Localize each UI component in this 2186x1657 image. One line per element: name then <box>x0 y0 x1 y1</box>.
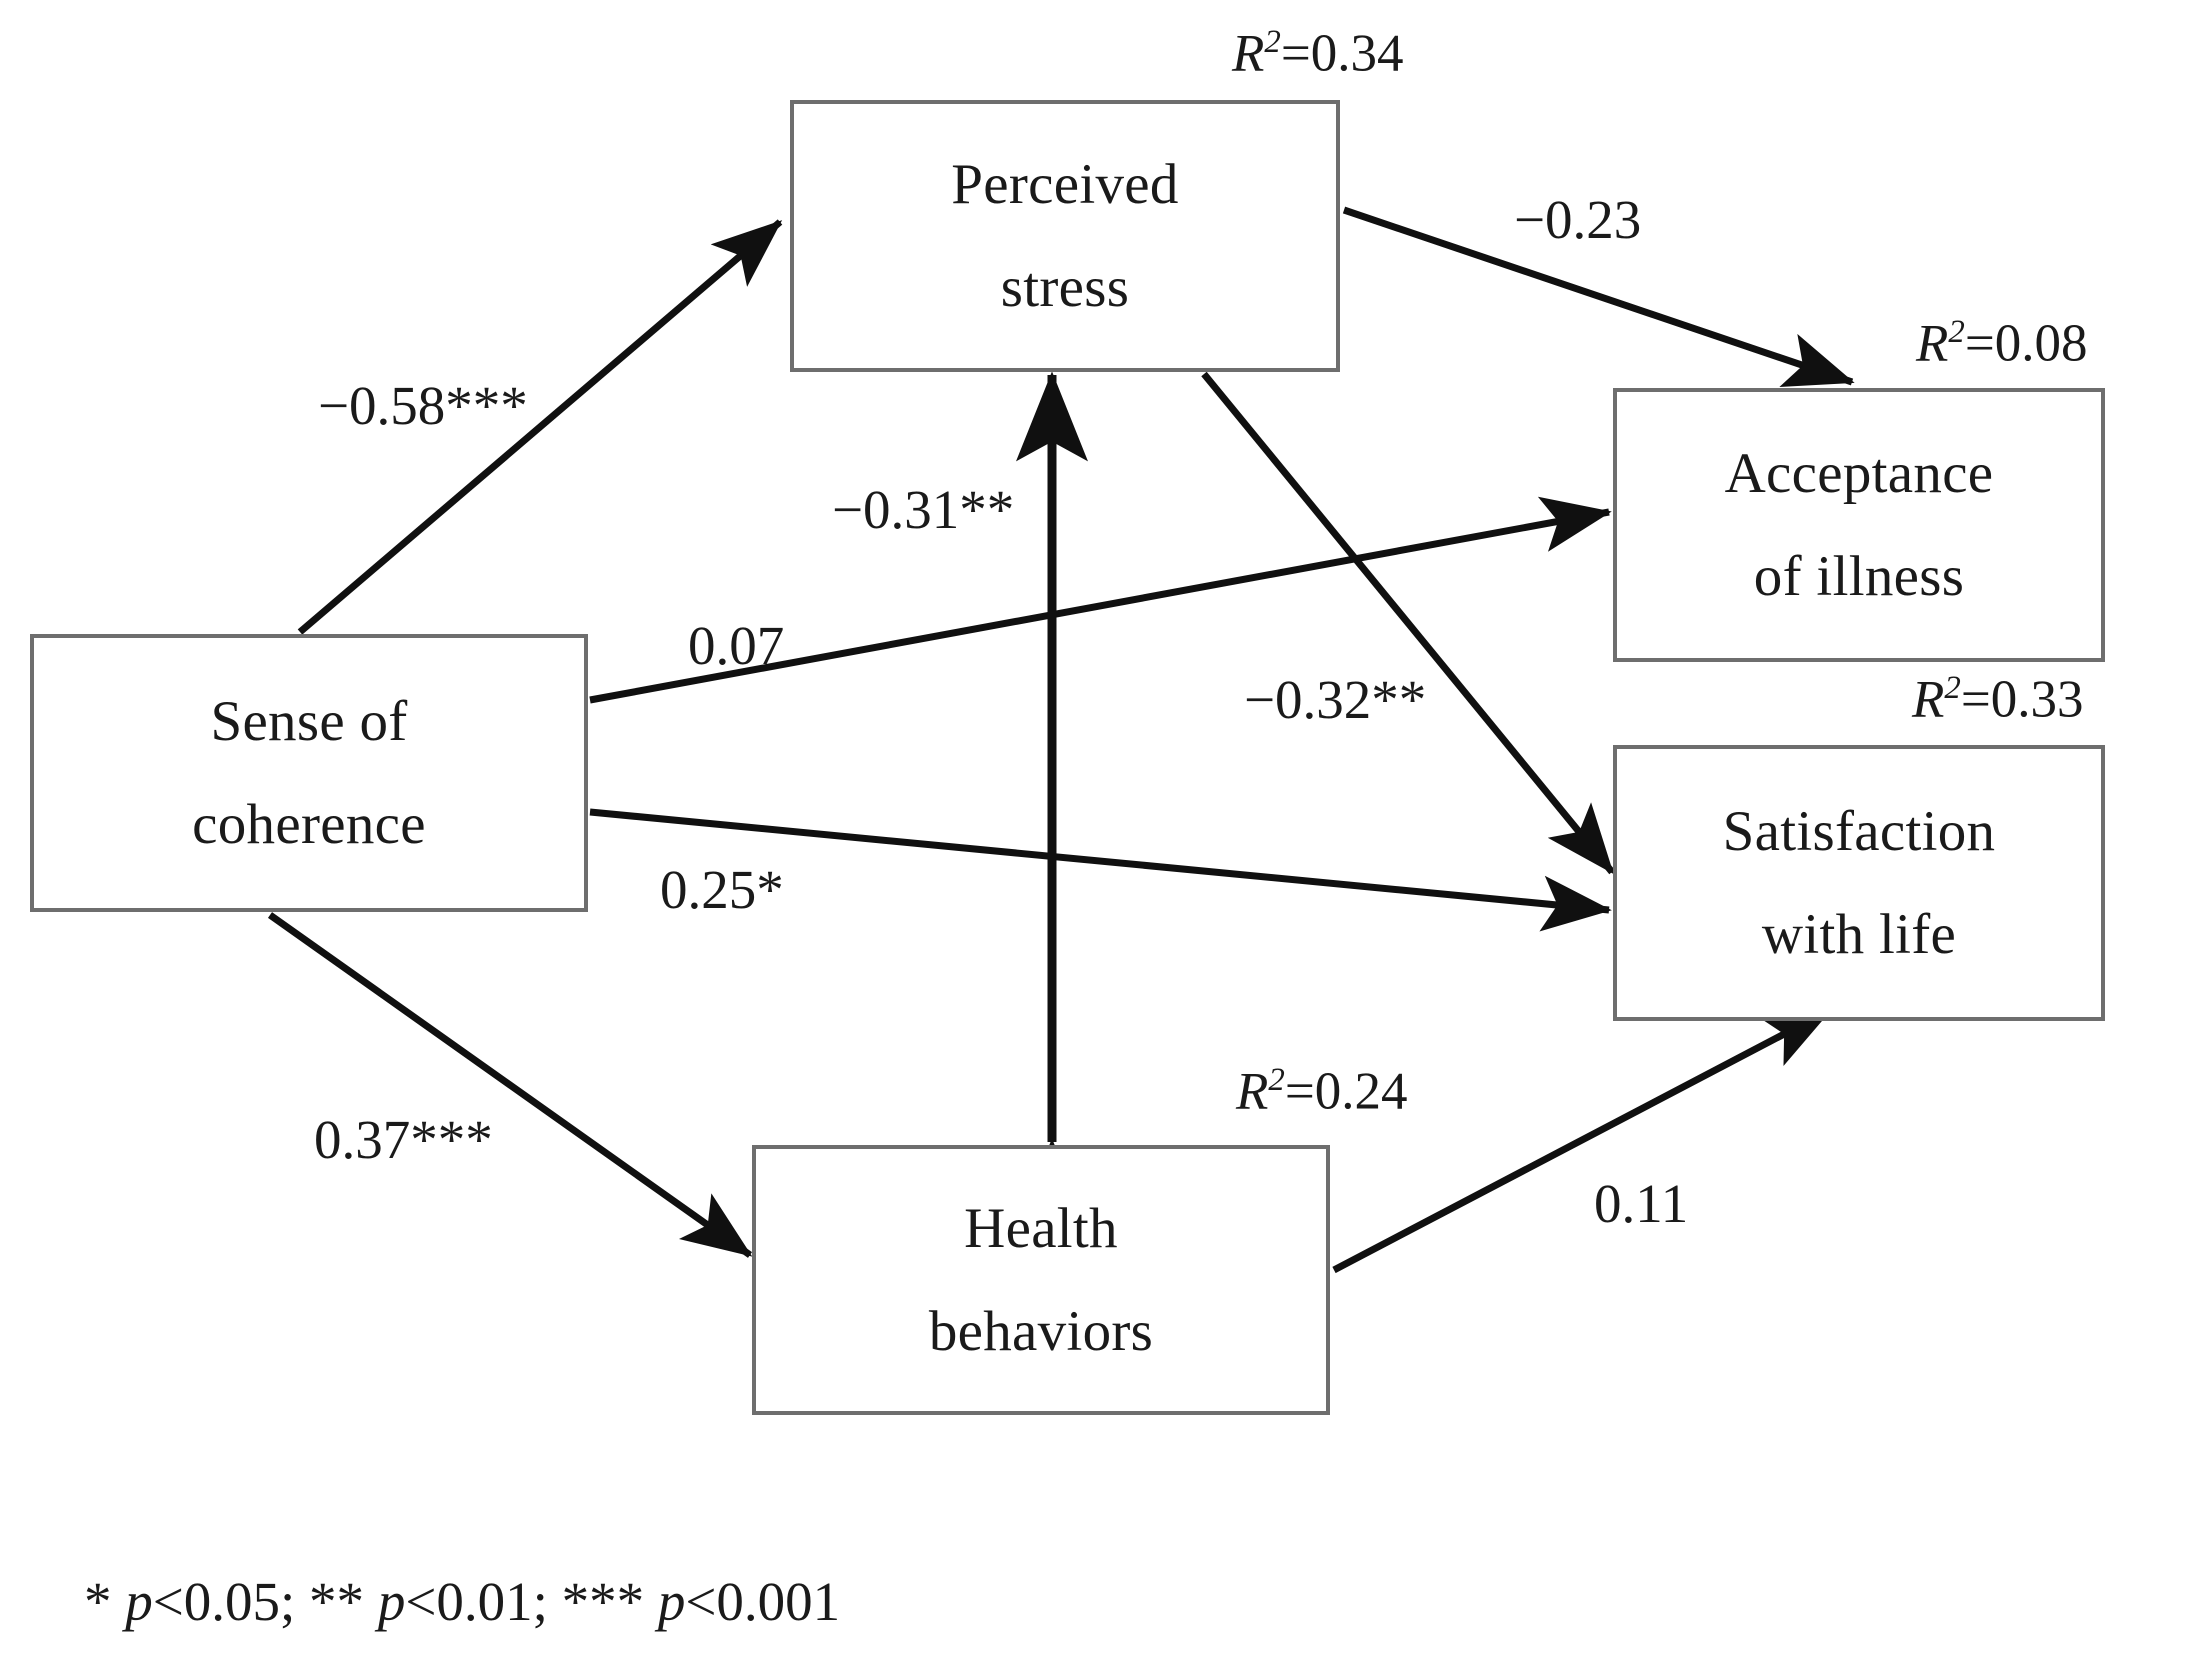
node-acceptance-of-illness[interactable]: Acceptance of illness <box>1613 388 2105 662</box>
path-label-hb-to-swl: 0.11 <box>1594 1173 1689 1234</box>
node-health-behaviors[interactable]: Health behaviors <box>752 1145 1330 1415</box>
node-label-line1: Sense of <box>210 690 408 753</box>
edge-soc-to-hb <box>267 912 753 1258</box>
node-label-line2: coherence <box>192 793 426 856</box>
path-label-soc-to-swl: 0.25* <box>660 859 784 920</box>
path-label-ps-to-swl: −0.32** <box>1244 669 1427 730</box>
r2-value: 0.24 <box>1314 1062 1408 1121</box>
r2-label-acceptance-of-illness: R2=0.08 <box>1916 314 2088 373</box>
path-label-soc-to-ps: −0.58*** <box>318 375 528 436</box>
r2-value: 0.33 <box>1990 670 2084 729</box>
r2-label-health-behaviors: R2=0.24 <box>1236 1062 1408 1121</box>
node-satisfaction-with-life[interactable]: Satisfaction with life <box>1613 745 2105 1021</box>
edge-ps-to-swl <box>1201 371 1615 875</box>
path-label-ps-hb: −0.31** <box>832 479 1015 540</box>
node-label-line2: of illness <box>1753 545 1965 608</box>
node-label-line2: stress <box>1000 256 1130 319</box>
node-label-line2: with life <box>1761 903 1957 966</box>
node-label-line1: Satisfaction <box>1722 800 1996 863</box>
node-label-line1: Perceived <box>951 153 1179 216</box>
edge-hb-to-swl <box>1332 1006 1833 1274</box>
r2-value: 0.08 <box>1994 314 2088 373</box>
significance-legend: * p<0.05; ** p<0.01; *** p<0.001 <box>84 1571 841 1632</box>
node-label-line1: Health <box>964 1197 1118 1260</box>
r2-value: 0.34 <box>1310 24 1404 83</box>
path-label-soc-to-aoi: 0.07 <box>688 615 785 676</box>
node-label-line1: Acceptance <box>1724 442 1994 505</box>
r2-label-satisfaction-with-life: R2=0.33 <box>1912 670 2084 729</box>
r2-label-perceived-stress: R2=0.34 <box>1232 24 1404 83</box>
node-perceived-stress[interactable]: Perceived stress <box>790 100 1340 372</box>
path-label-soc-to-hb: 0.37*** <box>314 1109 493 1170</box>
node-sense-of-coherence[interactable]: Sense of coherence <box>30 634 588 912</box>
path-label-ps-to-aoi: −0.23 <box>1514 189 1642 250</box>
node-label-line2: behaviors <box>928 1300 1154 1363</box>
